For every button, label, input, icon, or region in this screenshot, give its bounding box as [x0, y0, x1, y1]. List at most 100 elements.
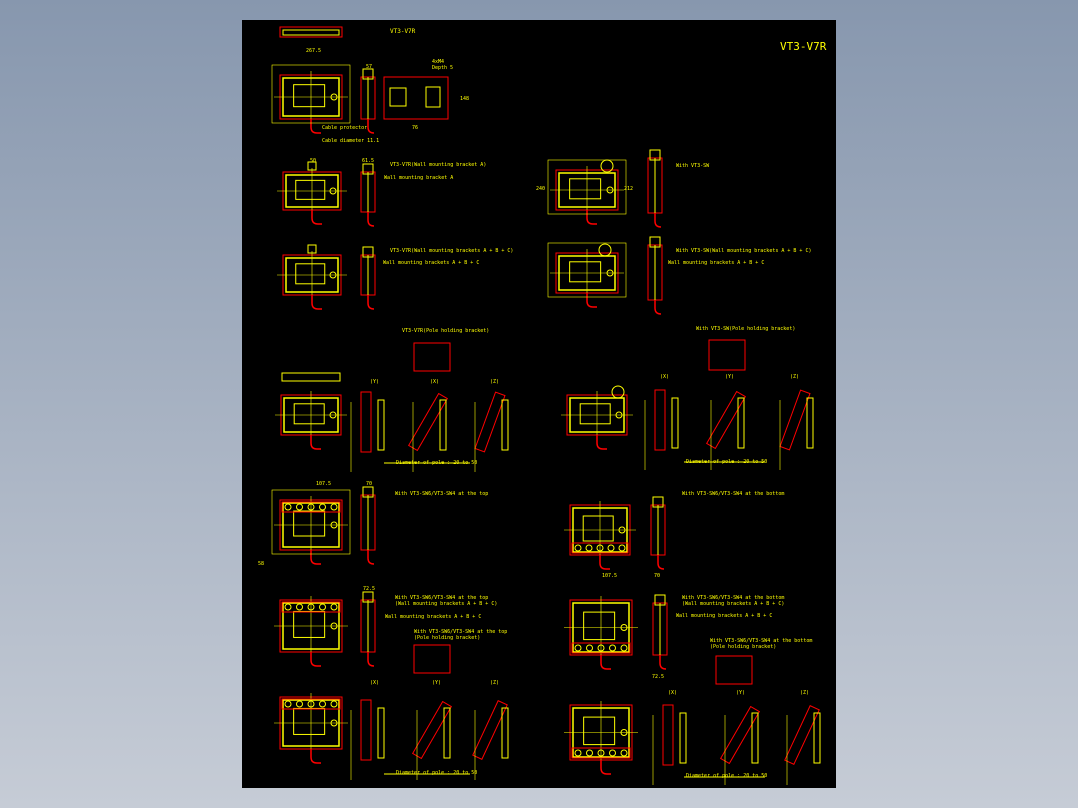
cad-drawing: VT3-V7R VT3-V7R Cable protector Cable di… — [258, 26, 827, 785]
bracket-tab — [307, 244, 317, 254]
label-sw6-top-1: With VT3-SW6/VT3-SW4 at the top — [395, 491, 488, 497]
drawing-subtitle: VT3-V7R — [390, 28, 416, 35]
label-pole-diameter-1: Diameter of pole : 20 to 50 — [396, 460, 477, 466]
pole-bracket-top — [281, 372, 341, 382]
switch-button — [597, 749, 605, 757]
switch-button — [296, 503, 303, 511]
dim-72: 72.5 — [363, 586, 375, 592]
switch-button — [284, 603, 292, 611]
switch-button — [307, 603, 315, 611]
spec-table — [413, 342, 451, 372]
label-sw6-bottom-3: With VT3-SW6/VT3-SW4 at the bottom — [710, 638, 812, 644]
dim-width: 267.5 — [306, 48, 321, 54]
emergency-stop-symbol — [606, 186, 614, 194]
switch-box — [281, 601, 341, 613]
switch-button — [284, 503, 292, 511]
switch-button — [330, 603, 338, 611]
pole-view-body — [472, 700, 508, 760]
top-view-outline — [279, 26, 343, 38]
pole — [751, 712, 759, 764]
cable — [310, 550, 321, 565]
switch-button — [330, 700, 338, 708]
cable — [311, 295, 322, 310]
switch-button — [607, 544, 615, 552]
switch-button — [296, 603, 303, 611]
label-wall-abc-title: VT3-V7R(Wall mounting brackets A + B + C… — [390, 248, 513, 254]
pole — [501, 399, 509, 451]
emergency-stop-symbol — [330, 622, 338, 630]
label-with-sw: With VT3-SW — [676, 163, 710, 169]
pole-view-body — [705, 390, 747, 450]
emergency-stop-symbol — [606, 269, 614, 277]
cable — [600, 655, 611, 670]
label-pole-paren-2: (Pole holding bracket) — [710, 644, 776, 650]
pole — [671, 397, 679, 449]
top-view-detail — [282, 29, 340, 36]
cable — [586, 293, 597, 308]
pole — [806, 397, 814, 449]
switch-button — [620, 749, 628, 757]
pole-view-body — [411, 700, 453, 760]
switch-box — [281, 501, 341, 513]
pole-view-body — [407, 392, 449, 452]
pole — [377, 707, 385, 759]
switch-box — [571, 642, 631, 654]
label-view-z-2: (Z) — [790, 374, 799, 380]
label-sw-wall-abc-title: With VT3-SW(Wall mounting brackets A + B… — [676, 248, 811, 254]
switch-button — [574, 544, 582, 552]
label-sw6-top-2: With VT3-SW6/VT3-SW4 at the top — [395, 595, 488, 601]
spec-table — [715, 655, 753, 685]
pole-view-body — [662, 704, 674, 766]
cable — [654, 300, 662, 315]
emergency-stop-symbol — [329, 271, 337, 279]
pole-view-body — [719, 705, 761, 765]
label-wall-abc-2: Wall mounting brackets A + B + C — [385, 614, 481, 620]
label-pole-title: VT3-V7R(Pole holding bracket) — [402, 328, 489, 334]
label-sw6-top-3: With VT3-SW6/VT3-SW4 at the top — [414, 629, 507, 635]
emergency-stop-symbol — [615, 411, 623, 419]
pole — [377, 399, 385, 451]
pole — [439, 399, 447, 451]
emergency-stop-symbol — [329, 411, 337, 419]
emergency-stop-symbol — [618, 526, 626, 534]
panel-screen — [295, 263, 326, 285]
dim-76: 76 — [412, 125, 418, 131]
switch-button — [574, 644, 582, 652]
cable — [310, 652, 321, 667]
dim-148: 148 — [460, 96, 469, 102]
switch-button — [620, 644, 628, 652]
label-view-y-4: (Y) — [736, 690, 745, 696]
panel-screen — [293, 84, 326, 108]
label-hole-depth: Depth 5 — [432, 65, 453, 71]
dim-212: 212 — [624, 186, 633, 192]
panel-screen — [583, 611, 616, 641]
label-pole-paren-1: (Pole holding bracket) — [414, 635, 480, 641]
cable — [367, 652, 375, 667]
label-view-x-4: (X) — [668, 690, 677, 696]
rear-view-outline — [383, 76, 449, 120]
label-view-z-1: (Z) — [490, 379, 499, 385]
emergency-stop-symbol — [330, 521, 338, 529]
label-wall-a: Wall mounting bracket A — [384, 175, 453, 181]
switch-button — [307, 700, 315, 708]
pole — [501, 707, 509, 759]
rear-connector — [425, 86, 441, 108]
pole-view-body — [474, 391, 506, 453]
switch-knob — [600, 159, 614, 173]
switch-button — [618, 544, 626, 552]
dimension-frame — [547, 159, 627, 215]
pole-view-body — [784, 705, 820, 765]
label-pole-diameter-2: Diameter of pole : 20 to 50 — [686, 459, 767, 465]
switch-knob — [611, 385, 625, 399]
label-view-y-1: (Y) — [370, 379, 379, 385]
panel-screen — [293, 610, 326, 638]
label-cable-protector: Cable protector — [322, 125, 367, 131]
drawing-title: VT3-V7R — [780, 40, 827, 53]
dim-240: 240 — [536, 186, 545, 192]
label-view-z-4: (Z) — [800, 690, 809, 696]
label-cable-diameter: Cable diameter 11.1 — [322, 138, 379, 144]
dim-61: 61.5 — [362, 158, 374, 164]
cable — [654, 213, 662, 228]
dim-107: 107.5 — [316, 481, 331, 487]
panel-screen — [293, 510, 326, 537]
